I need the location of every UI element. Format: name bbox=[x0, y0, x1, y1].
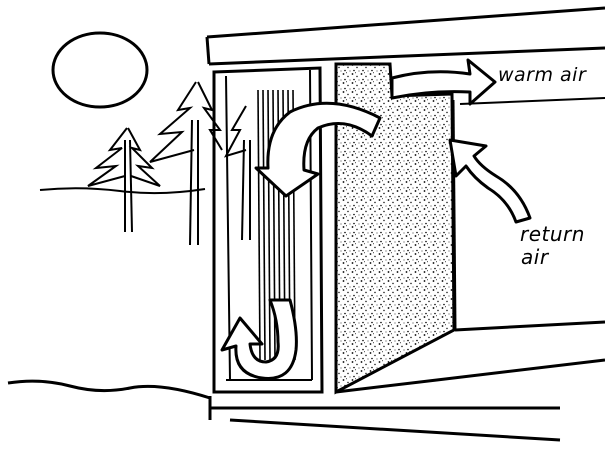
horizon-line bbox=[40, 188, 205, 193]
interior-floor-line bbox=[455, 322, 605, 330]
tree-right bbox=[226, 106, 250, 240]
roof-edge-bottom bbox=[209, 48, 605, 64]
return-air-label-line1: return bbox=[520, 224, 585, 244]
roof-edge-left bbox=[207, 37, 209, 64]
return-air-arrow bbox=[450, 140, 530, 222]
tree-middle bbox=[150, 82, 222, 245]
warm-air-label: warm air bbox=[498, 66, 586, 85]
tree-left bbox=[88, 128, 160, 232]
interior-wall-line bbox=[453, 100, 455, 330]
sun bbox=[53, 33, 147, 107]
foundation bbox=[210, 396, 560, 440]
ground-line bbox=[8, 381, 210, 398]
roof-edge-top bbox=[207, 8, 605, 37]
interior-ceiling-line bbox=[460, 98, 605, 104]
return-air-label-line2: air bbox=[521, 247, 549, 267]
